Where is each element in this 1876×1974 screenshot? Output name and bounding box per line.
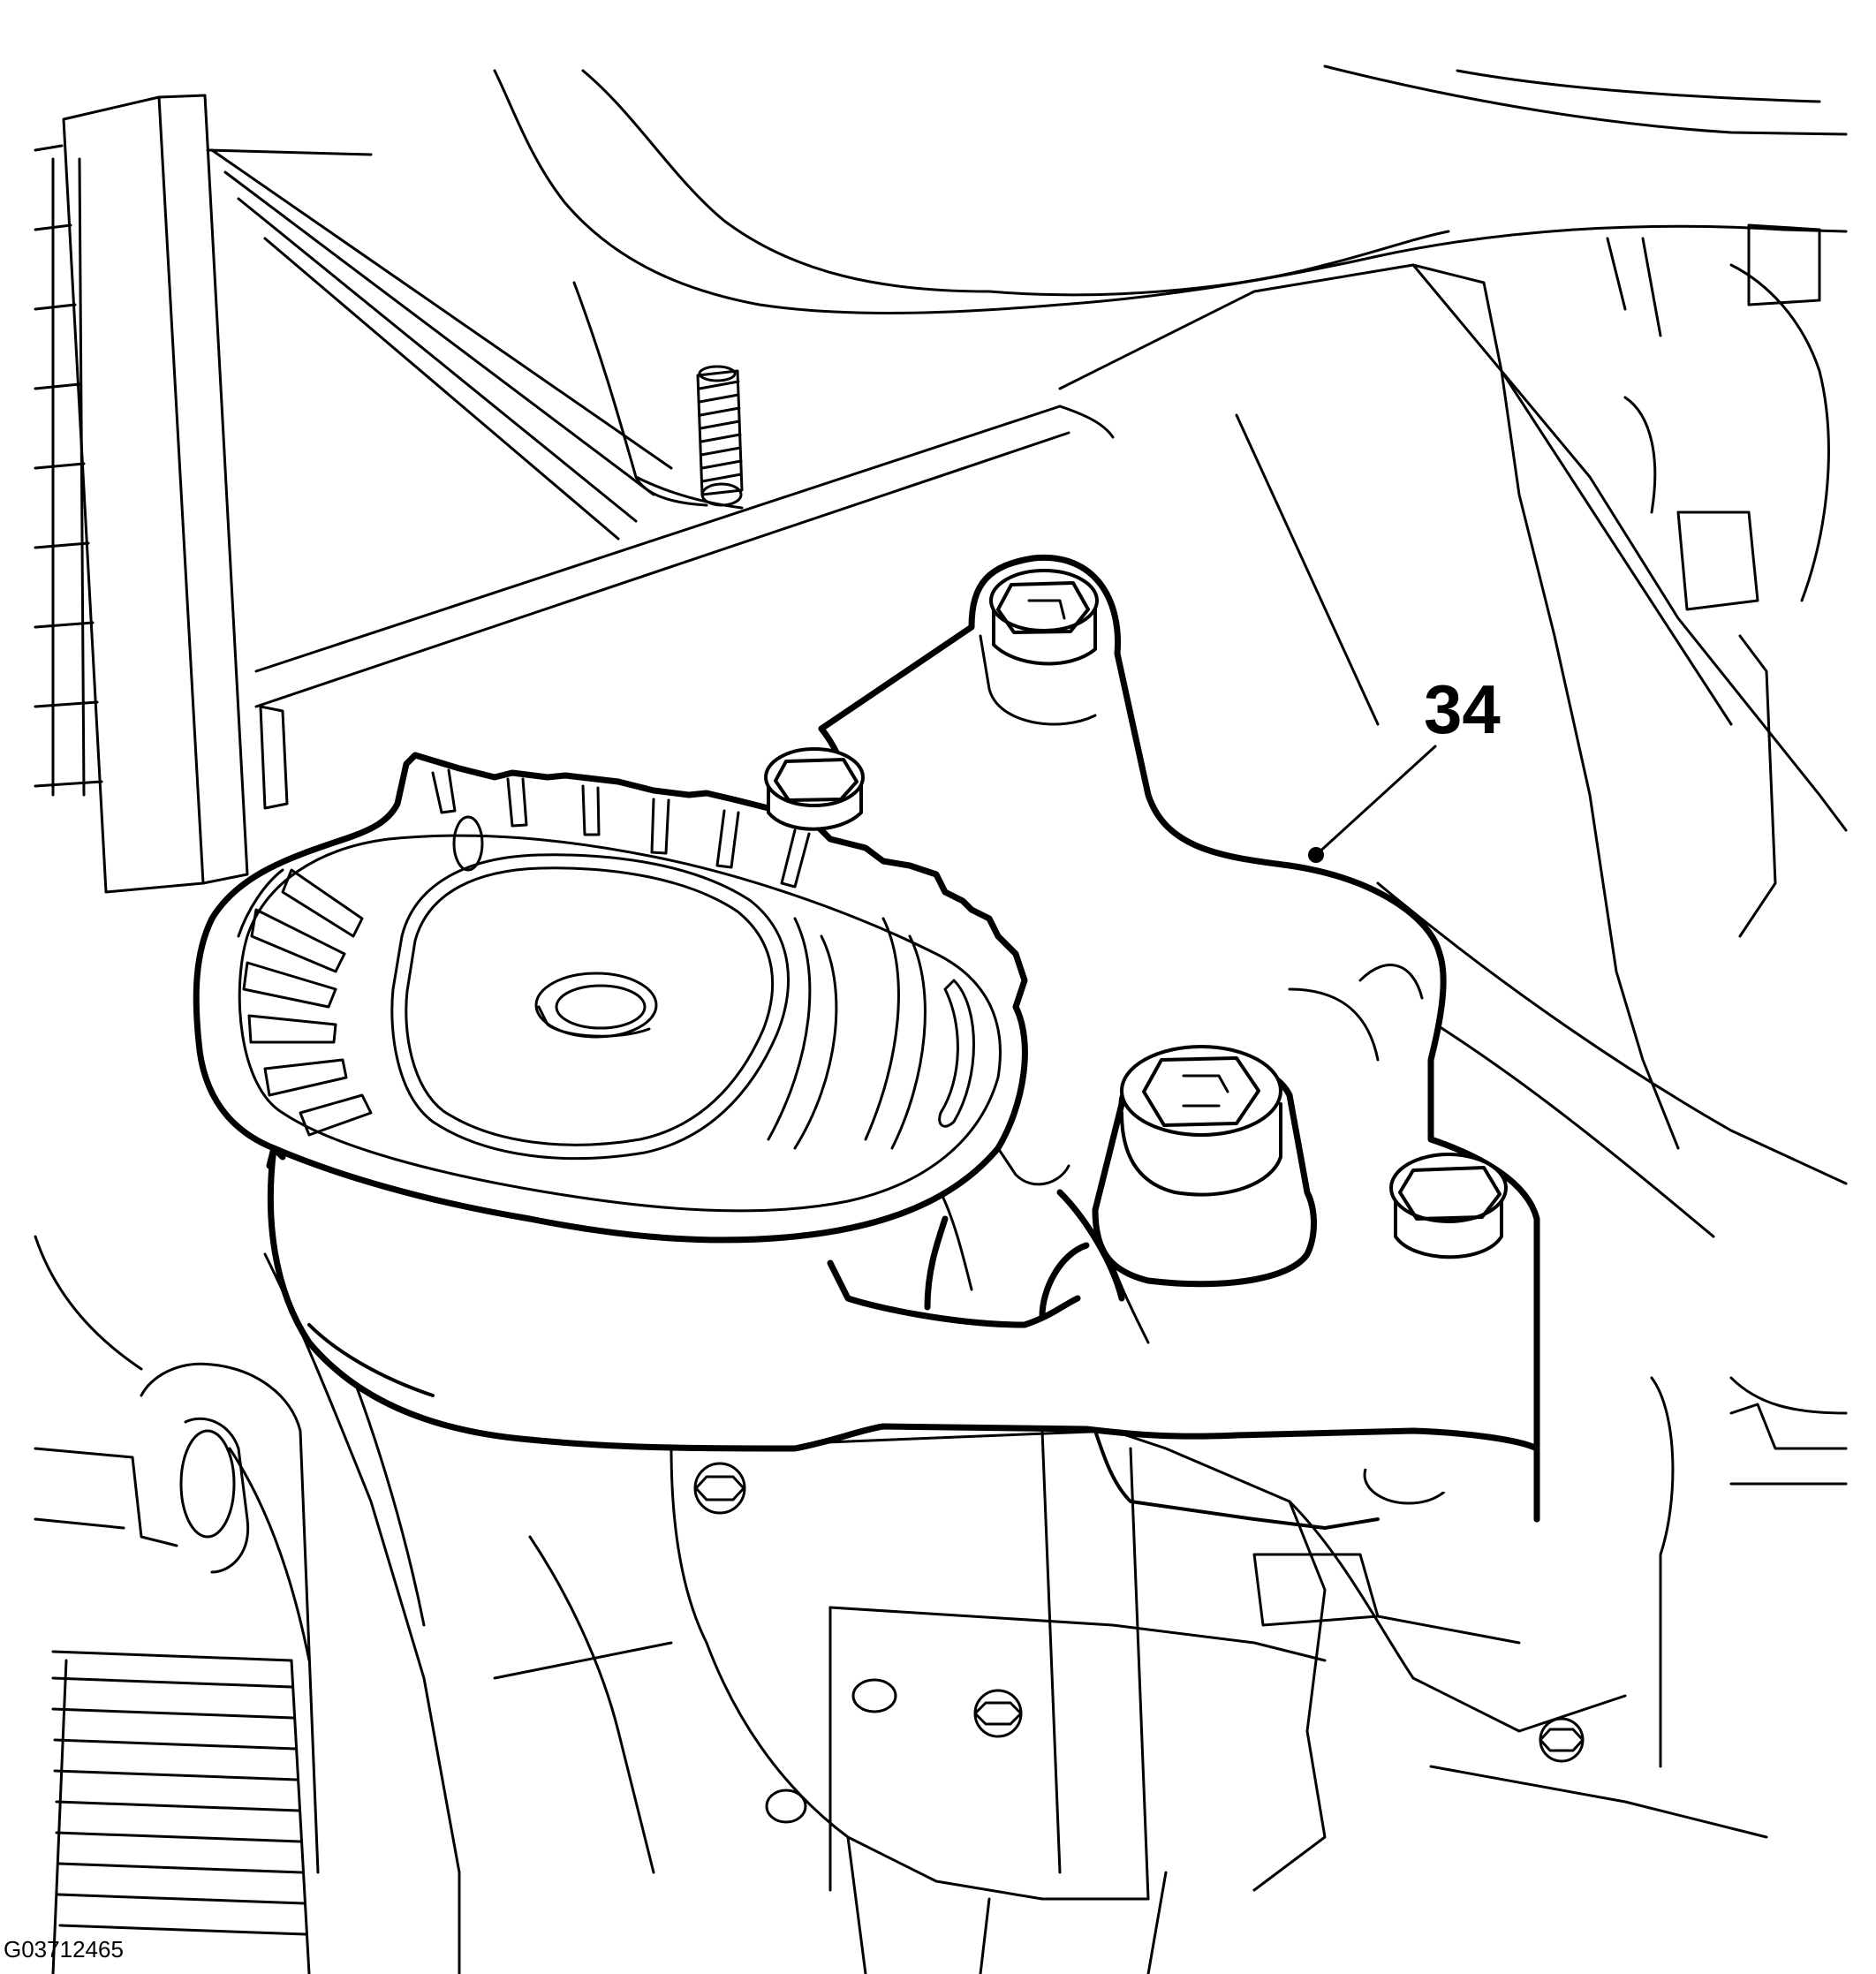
figure-id: G03712465 [4,1936,124,1963]
mount-bolts [764,569,1508,1288]
center-bolt [1092,1045,1317,1288]
housing-bolts [693,1445,1585,1824]
pulley-center [390,853,790,1161]
callout-label: 34 [1424,670,1501,748]
upper-left-bolt [764,747,865,831]
tensioner-cover [193,752,1028,1397]
callout-34: 34 [1308,670,1501,863]
background-linework [34,64,1848,1974]
ribbed-pulley [51,1362,320,1974]
callout-leader-dot [1308,847,1324,863]
threaded-stud [696,365,744,507]
mount-body [267,1145,1540,1530]
top-bolt [989,569,1099,666]
right-bolt [1389,1153,1508,1259]
